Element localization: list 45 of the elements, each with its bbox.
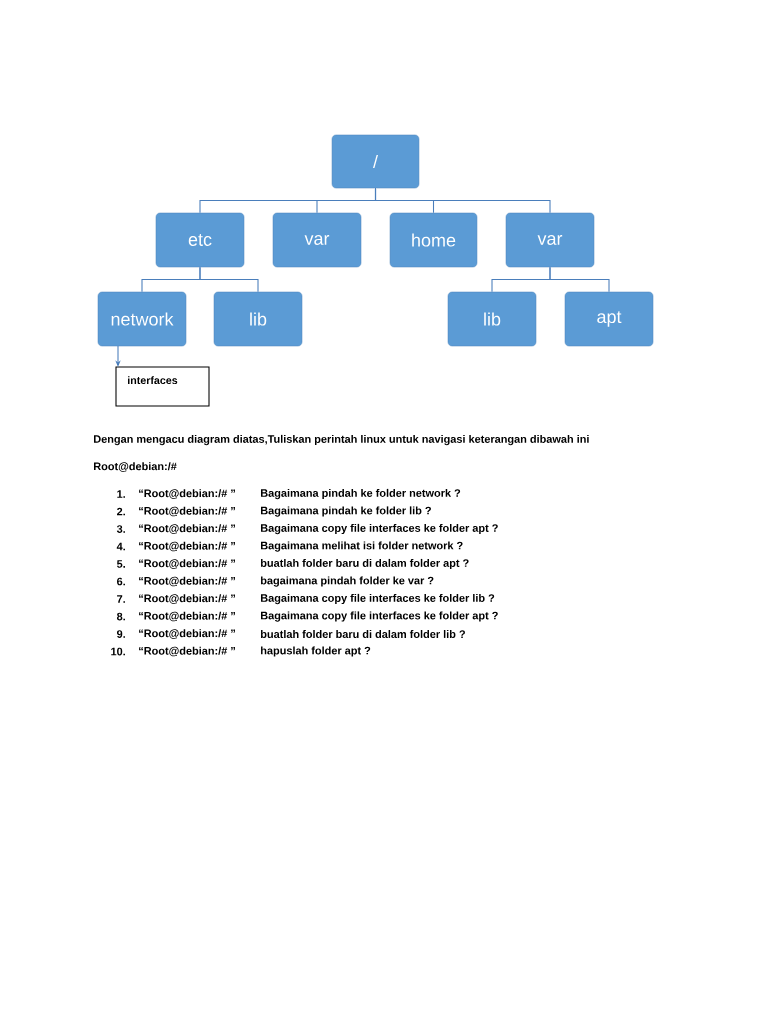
- question-text: buatlah folder baru di dalam folder lib ?: [261, 630, 465, 638]
- list-number: 9.: [117, 630, 125, 638]
- prompt-text: “Root@debian:/# ”: [139, 576, 235, 587]
- folder-box: apt: [564, 291, 654, 347]
- folder-box: /: [331, 134, 420, 189]
- prompt-text: “Root@debian:/# ”: [139, 524, 235, 534]
- prompt-text: “Root@debian:/# ”: [139, 611, 235, 622]
- prompt-text: “Root@debian:/# ”: [139, 559, 235, 569]
- prompt-text: “Root@debian:/# ”: [139, 594, 235, 604]
- question-text: Bagaimana pindah ke folder network ?: [261, 488, 461, 500]
- folder-box: lib: [447, 291, 537, 347]
- question-text: buatlah folder baru di dalam folder apt ?: [261, 558, 469, 570]
- question-text: bagaimana pindah folder ke var ?: [261, 576, 434, 587]
- folder-box: home: [389, 212, 478, 268]
- list-number: 4.: [116, 542, 125, 551]
- prompt-text: “Root@debian:/# ”: [139, 489, 235, 499]
- folder-box: lib: [213, 291, 303, 347]
- list-number: 7.: [117, 595, 125, 603]
- prompt-text: “Root@debian:/# ”: [139, 541, 235, 552]
- connector: [374, 187, 551, 214]
- prompt-text: “Root@debian:/# ”: [139, 506, 235, 517]
- question-text: Bagaimana melihat isi folder network ?: [261, 541, 463, 552]
- question-text: Bagaimana pindah ke folder lib ?: [261, 506, 431, 517]
- file-box: interfaces: [115, 366, 210, 407]
- prompt-text: Root@debian:/#: [94, 462, 177, 472]
- prompt-text: “Root@debian:/# ”: [139, 646, 235, 657]
- folder-box: var: [272, 212, 362, 268]
- question-text: Bagaimana copy file interfaces ke folder lib ?: [261, 593, 495, 605]
- folder-box: var: [505, 212, 595, 268]
- prompt-text: “Root@debian:/# ”: [139, 629, 235, 639]
- list-number: 2.: [117, 507, 125, 516]
- list-number: 5.: [116, 560, 125, 568]
- connector: [549, 266, 610, 293]
- list-number: 8.: [116, 612, 125, 621]
- list-number: 10.: [111, 647, 125, 656]
- instruction-text: Dengan mengacu diagram diatas,Tuliskan perintah linux untuk navigasi keterangan dibawah ini: [94, 434, 589, 446]
- folder-box: network: [97, 291, 187, 347]
- list-number: 1.: [117, 490, 125, 498]
- question-text: Bagaimana copy file interfaces ke folder apt ?: [261, 611, 498, 622]
- question-text: Bagaimana copy file interfaces ke folder apt ?: [261, 523, 498, 535]
- connector: [199, 266, 259, 293]
- folder-box: etc: [155, 212, 245, 268]
- question-text: hapuslah folder apt ?: [261, 646, 371, 657]
- list-number: 6.: [117, 577, 125, 586]
- list-number: 3.: [116, 525, 125, 533]
